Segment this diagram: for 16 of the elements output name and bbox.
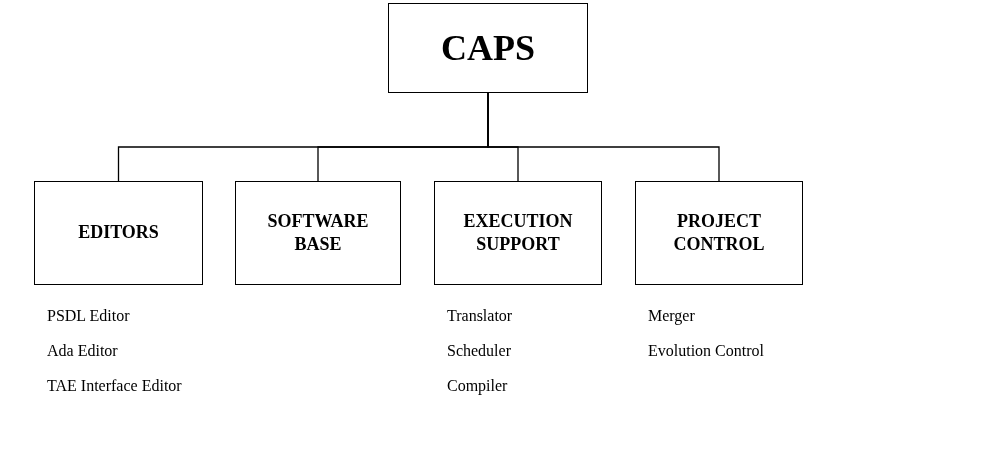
component-label: PSDL Editor (47, 306, 131, 326)
box-label: EXECUTION SUPPORT (462, 209, 574, 256)
box-label: SOFTWARE BASE (266, 209, 370, 256)
root-box (388, 3, 588, 93)
category-box (235, 181, 401, 285)
box-label: CAPS (440, 26, 536, 70)
box-label: PROJECT CONTROL (672, 209, 766, 256)
component-label: Scheduler (447, 340, 512, 361)
connector-line (487, 92, 720, 182)
component-label: Merger (648, 306, 696, 327)
component-label: Evolution Control (648, 340, 765, 361)
component-label: Ada Editor (47, 340, 119, 361)
component-label: TAE Interface Editor (47, 375, 183, 396)
component-label: Translator (447, 306, 514, 326)
box-label: EDITORS (77, 221, 160, 245)
component-label: Compiler (447, 375, 509, 397)
